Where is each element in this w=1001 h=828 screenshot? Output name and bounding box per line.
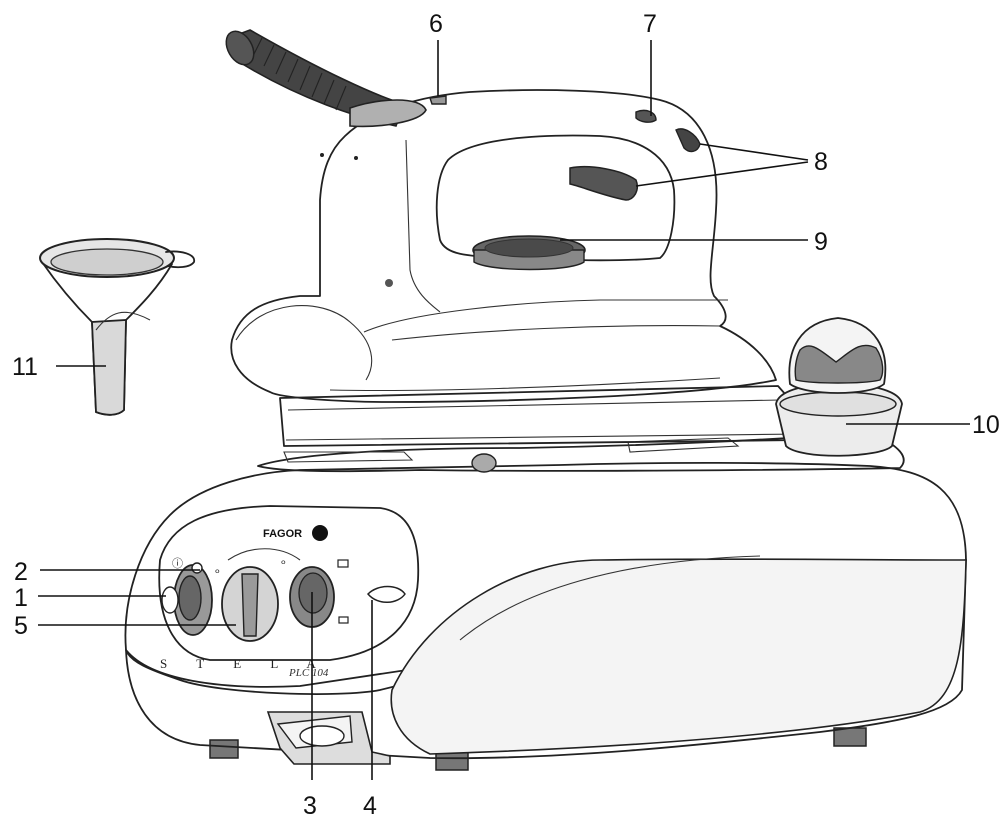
callout-leaders (38, 40, 970, 780)
iron-rest-tray (257, 431, 905, 473)
indicator-light (191, 562, 203, 574)
callout-4: 4 (363, 792, 377, 820)
callout-3: 3 (303, 792, 317, 820)
callout-2: 2 (14, 558, 28, 586)
callout-7: 7 (643, 10, 657, 38)
svg-text:ⓘ: ⓘ (172, 557, 183, 570)
svg-text:ᵒ: ᵒ (281, 557, 286, 571)
callout-10: 10 (972, 411, 1000, 439)
water-indicator (366, 585, 406, 603)
callout-5: 5 (14, 612, 28, 640)
product-name: S T E L A (160, 656, 329, 671)
steam-trigger[interactable] (569, 165, 638, 201)
model-number: PLC 104 (288, 667, 329, 679)
callout-1: 1 (14, 584, 28, 612)
spray-button[interactable] (675, 128, 701, 153)
steam-iron (225, 29, 809, 447)
pressure-cap (775, 317, 903, 457)
button-7[interactable] (635, 109, 657, 123)
base-unit: FAGOR ⓘ ᵒ ᵒ S T E L A PLC 104 (124, 461, 967, 771)
callout-9: 9 (814, 228, 828, 256)
callout-8: 8 (814, 148, 828, 176)
callout-6: 6 (429, 10, 443, 38)
funnel (39, 238, 195, 416)
callout-numbers: 2 1 5 3 4 6 7 8 9 10 11 (12, 10, 1000, 820)
svg-text:ᵒ: ᵒ (215, 566, 220, 580)
brand-logo-text: FAGOR (263, 528, 302, 540)
callout-11: 11 (12, 353, 38, 381)
